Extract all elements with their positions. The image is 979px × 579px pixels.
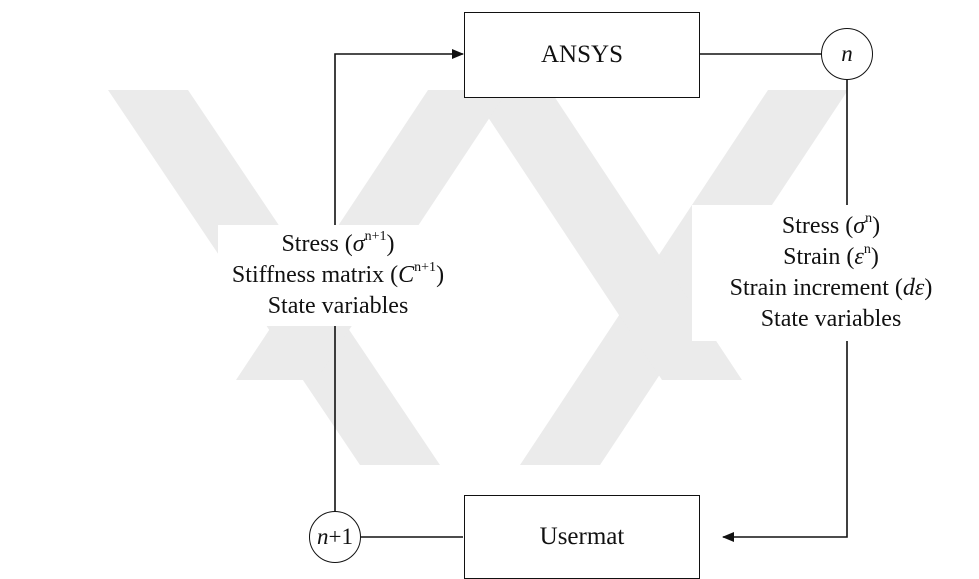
- ansys-label: ANSYS: [541, 41, 623, 68]
- usermat-box: Usermat: [464, 495, 700, 579]
- input-strain-line: Strain (εn): [783, 242, 879, 271]
- input-state-variables-line: State variables: [760, 306, 902, 332]
- step-n-node: n: [821, 28, 873, 80]
- step-n-label: n: [841, 41, 853, 66]
- input-stress-line: Stress (σn): [781, 211, 881, 240]
- step-n-plus-1-node: n+1: [309, 511, 361, 563]
- n1-to-ansys-arrow: [334, 49, 464, 512]
- ansys-box: ANSYS: [464, 12, 700, 98]
- output-state-variables-line: State variables: [267, 293, 409, 319]
- inputs-to-usermat-label: Stress (σn) Strain (εn) Strain increment…: [692, 205, 970, 341]
- input-strain-increment-line: Strain increment (dε): [729, 275, 933, 301]
- outputs-to-ansys-label: Stress (σn+1) Stiffness matrix (Cn+1) St…: [218, 225, 458, 326]
- output-stiffness-line: Stiffness matrix (Cn+1): [231, 260, 445, 289]
- usermat-label: Usermat: [539, 523, 625, 550]
- step-n-plus-1-label: n+1: [317, 524, 353, 549]
- output-stress-line: Stress (σn+1): [281, 229, 395, 258]
